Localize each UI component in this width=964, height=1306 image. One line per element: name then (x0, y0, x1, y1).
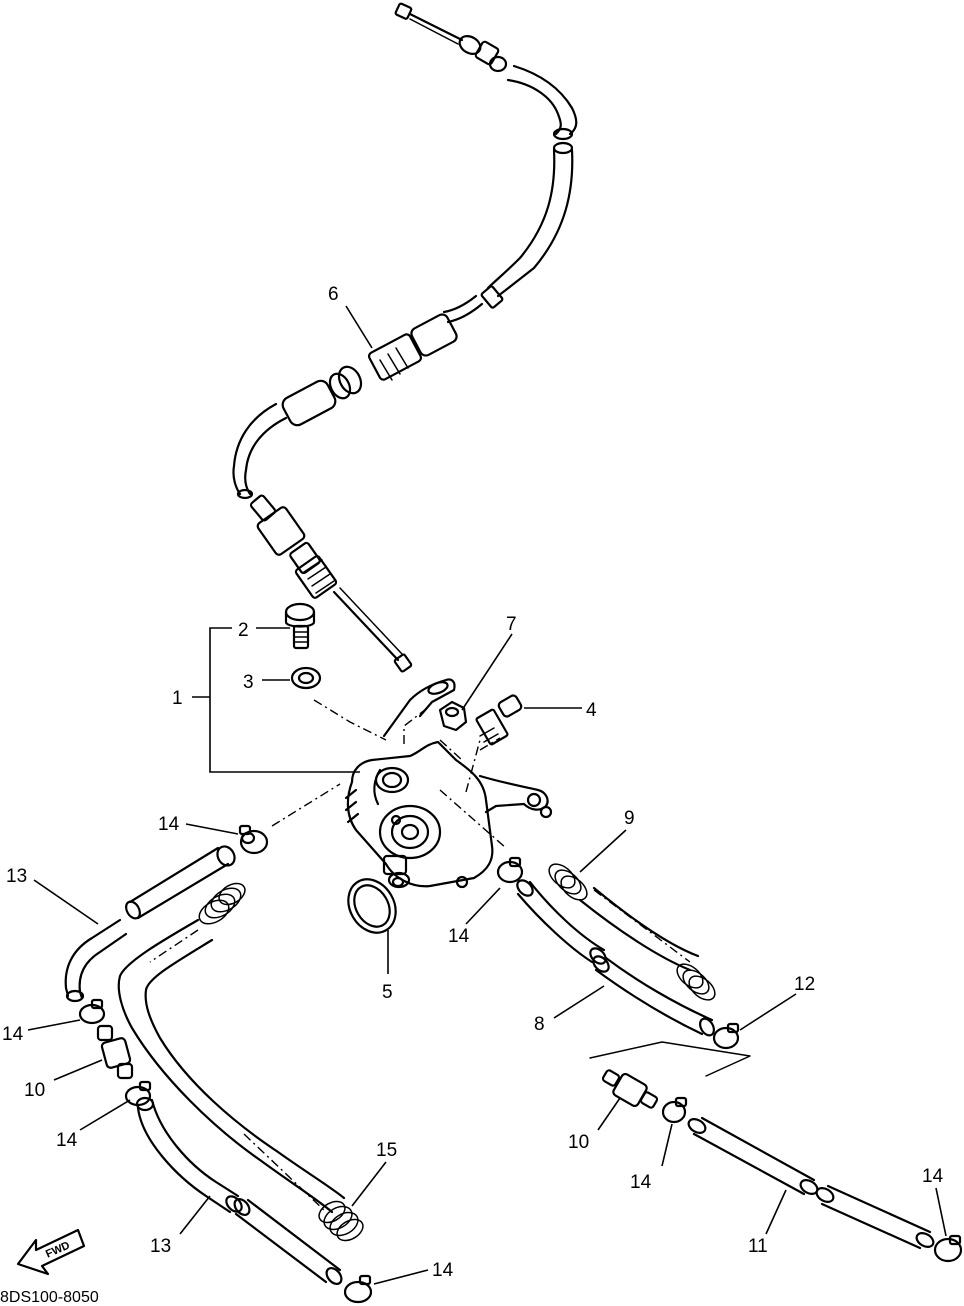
hose-lower-left (135, 1096, 243, 1214)
hose-short-lower-left (233, 1198, 343, 1285)
clamp-12 (712, 1022, 740, 1050)
callout-14-left-upper: 14 (2, 1024, 24, 1045)
hose-long-left (117, 918, 346, 1214)
leader-lines (27, 305, 947, 1285)
callout-2: 2 (238, 620, 249, 641)
clamp-upper-left (238, 824, 269, 855)
union-fitting-left (96, 1024, 134, 1080)
group-bracket (589, 1041, 751, 1077)
callout-12: 12 (794, 974, 815, 995)
callout-13-lower: 13 (150, 1236, 171, 1257)
callout-14-pump-right: 14 (448, 926, 470, 947)
callout-10-right: 10 (568, 1132, 589, 1153)
hose-9 (548, 863, 716, 1001)
spring-upper-left (198, 882, 246, 925)
o-ring (347, 878, 397, 934)
callout-13-upper: 13 (6, 866, 27, 887)
callout-14-far-right: 14 (922, 1166, 944, 1187)
clamp-right-pump (496, 856, 524, 884)
screw (475, 694, 523, 746)
callout-14-bottom: 14 (432, 1260, 454, 1281)
callout-7: 7 (506, 614, 517, 635)
callout-labels: 1 2 3 4 5 6 7 8 9 10 10 11 12 13 13 14 1… (2, 284, 944, 1281)
callout-4: 4 (586, 700, 597, 721)
cable-assembly (232, 2, 578, 673)
assembly-guide-lines (149, 699, 691, 1213)
callout-14-left-lower: 14 (56, 1130, 78, 1151)
banjo-bolt (284, 602, 316, 650)
clamp-left-upper (78, 998, 106, 1025)
oil-pump-body (344, 678, 553, 889)
clamp-right-mid (661, 1096, 688, 1124)
hose-11 (687, 1116, 935, 1250)
washer (290, 666, 322, 690)
callout-11: 11 (748, 1236, 768, 1257)
clamp-far-right (933, 1234, 963, 1263)
hose-8 (516, 879, 715, 1037)
callout-8: 8 (534, 1014, 545, 1035)
callout-6: 6 (328, 284, 339, 305)
hose-elbow-upper-left (64, 918, 128, 1003)
drawing-code: 8DS100-8050 (0, 1289, 99, 1306)
spring-15 (318, 1200, 364, 1242)
callout-1: 1 (172, 688, 183, 709)
callout-5: 5 (382, 982, 393, 1003)
union-fitting-right (601, 1069, 659, 1109)
callout-15: 15 (376, 1140, 397, 1161)
nut (438, 700, 468, 732)
fwd-arrow-icon: FWD (16, 1228, 86, 1276)
hose-short-upper-left (125, 845, 236, 920)
callout-10-left: 10 (24, 1080, 45, 1101)
callout-9: 9 (624, 808, 635, 829)
callout-3: 3 (243, 672, 254, 693)
callout-14-right-mid: 14 (630, 1172, 652, 1193)
clamp-bottom-left (343, 1274, 373, 1304)
callout-14-pump-left: 14 (158, 814, 180, 835)
